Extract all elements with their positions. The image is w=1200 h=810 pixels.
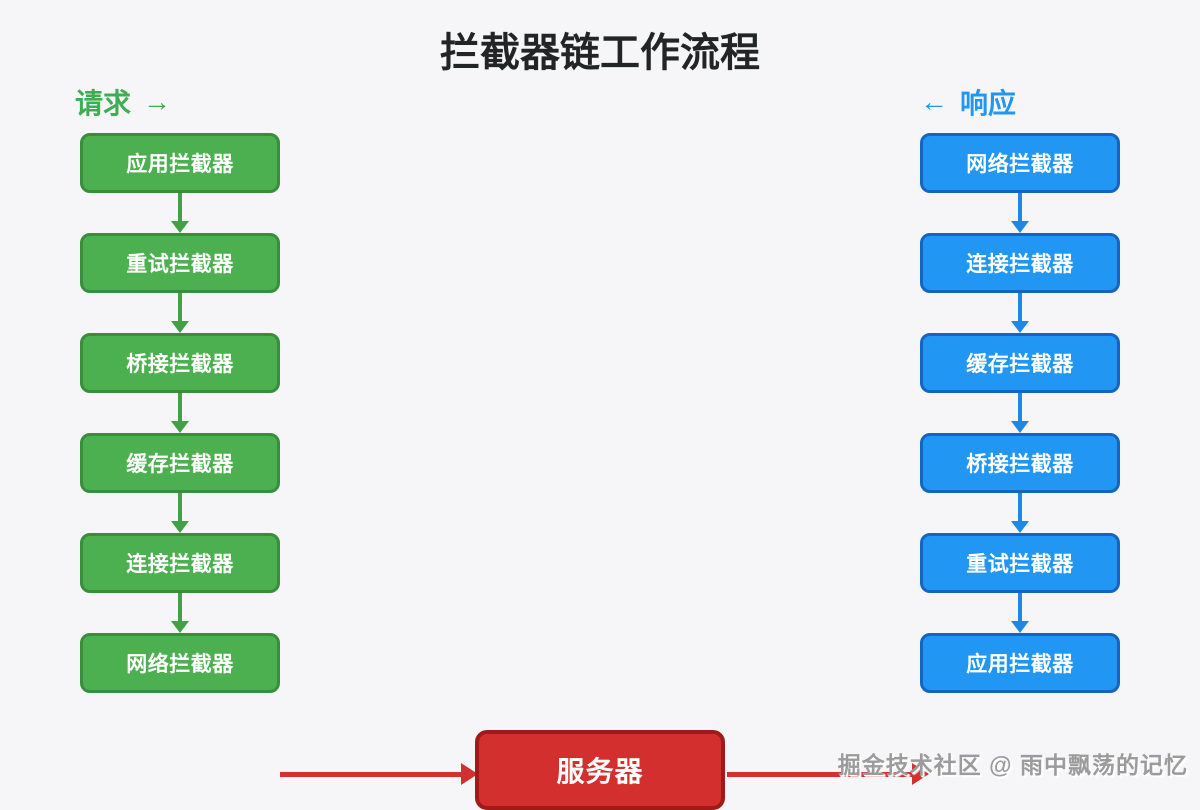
down-arrow-icon: [171, 193, 189, 233]
interceptor-node-response-3: 缓存拦截器: [920, 333, 1120, 393]
server-to-response-arrowhead-icon: [912, 763, 929, 785]
interceptor-node-response-6: 应用拦截器: [920, 633, 1120, 693]
down-arrow-icon: [1011, 193, 1029, 233]
interceptor-node-response-5: 重试拦截器: [920, 533, 1120, 593]
down-arrow-icon: [171, 593, 189, 633]
down-arrow-icon: [171, 293, 189, 333]
down-arrow-icon: [1011, 293, 1029, 333]
request-label: 请求: [75, 88, 132, 119]
interceptor-node-request-5: 连接拦截器: [80, 533, 280, 593]
response-label: 响应: [960, 88, 1017, 119]
page-title: 拦截器链工作流程: [440, 31, 760, 75]
interceptor-node-response-2: 连接拦截器: [920, 233, 1120, 293]
interceptor-node-request-3: 桥接拦截器: [80, 333, 280, 393]
interceptor-node-request-6: 网络拦截器: [80, 633, 280, 693]
down-arrow-icon: [171, 493, 189, 533]
request-column-header: 请求 →: [75, 82, 171, 122]
server-to-response-arrow-line: [727, 772, 913, 777]
response-column-header: ← 响应: [920, 82, 1016, 122]
interceptor-node-request-1: 应用拦截器: [80, 133, 280, 193]
server-node: 服务器: [475, 730, 725, 810]
down-arrow-icon: [1011, 493, 1029, 533]
interceptor-node-response-4: 桥接拦截器: [920, 433, 1120, 493]
right-arrow-icon: →: [143, 86, 172, 117]
request-to-server-arrow-line: [280, 772, 462, 777]
watermark: 掘金技术社区 @ 雨中飘荡的记忆: [837, 752, 1188, 778]
down-arrow-icon: [1011, 593, 1029, 633]
down-arrow-icon: [171, 393, 189, 433]
request-interceptor-chain: 应用拦截器 重试拦截器 桥接拦截器 缓存拦截器 连接拦截器 网络拦截器: [80, 133, 280, 693]
interceptor-node-request-4: 缓存拦截器: [80, 433, 280, 493]
request-to-server-arrowhead-icon: [461, 763, 478, 785]
interceptor-node-request-2: 重试拦截器: [80, 233, 280, 293]
left-arrow-icon: ←: [920, 86, 948, 117]
response-interceptor-chain: 网络拦截器 连接拦截器 缓存拦截器 桥接拦截器 重试拦截器 应用拦截器: [920, 133, 1120, 693]
down-arrow-icon: [1011, 393, 1029, 433]
interceptor-node-response-1: 网络拦截器: [920, 133, 1120, 193]
